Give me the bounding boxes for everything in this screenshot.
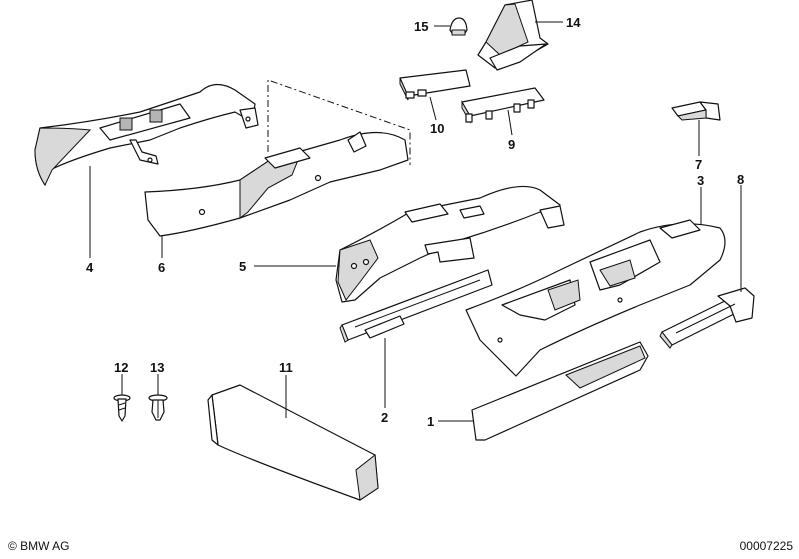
- label-7: 7: [695, 157, 702, 172]
- label-12: 12: [114, 360, 128, 375]
- label-14: 14: [566, 15, 581, 30]
- label-1: 1: [427, 414, 434, 429]
- label-10: 10: [430, 121, 444, 136]
- label-4: 4: [86, 260, 94, 275]
- label-3: 3: [697, 173, 704, 188]
- document-number: 00007225: [739, 539, 793, 553]
- label-6: 6: [158, 260, 165, 275]
- label-2: 2: [381, 410, 388, 425]
- part-13-rivet: [148, 394, 168, 421]
- part-9-cover: [461, 87, 545, 124]
- label-15: 15: [414, 19, 428, 34]
- part-2-rail: [339, 269, 493, 343]
- part-6-panel: [144, 131, 409, 237]
- part-7-clip: [671, 101, 721, 121]
- part-5-frame: [335, 185, 565, 303]
- leader-lines: [89, 21, 742, 422]
- label-9: 9: [508, 137, 515, 152]
- part-11-cover: [207, 384, 379, 501]
- copyright-text: © BMW AG: [8, 539, 70, 553]
- part-12-screw: [113, 394, 131, 422]
- part-14-bracket: [477, 0, 549, 71]
- part-1-strip: [471, 341, 649, 441]
- part-8-slider: [659, 287, 755, 349]
- part-10-cap: [399, 69, 471, 101]
- part-15-cap: [449, 17, 468, 36]
- dashed-link-line: [267, 79, 411, 165]
- label-8: 8: [737, 172, 744, 187]
- part-4-frame: [34, 83, 259, 187]
- leader-10: [429, 96, 437, 121]
- part-number-labels: 15 14 10 9 7 3 8 4 6 5 2 1 11 12 13: [86, 15, 744, 429]
- label-13: 13: [150, 360, 164, 375]
- part-3-panel: [465, 219, 726, 377]
- label-5: 5: [239, 259, 246, 274]
- label-11: 11: [279, 360, 293, 375]
- leader-9: [507, 109, 513, 136]
